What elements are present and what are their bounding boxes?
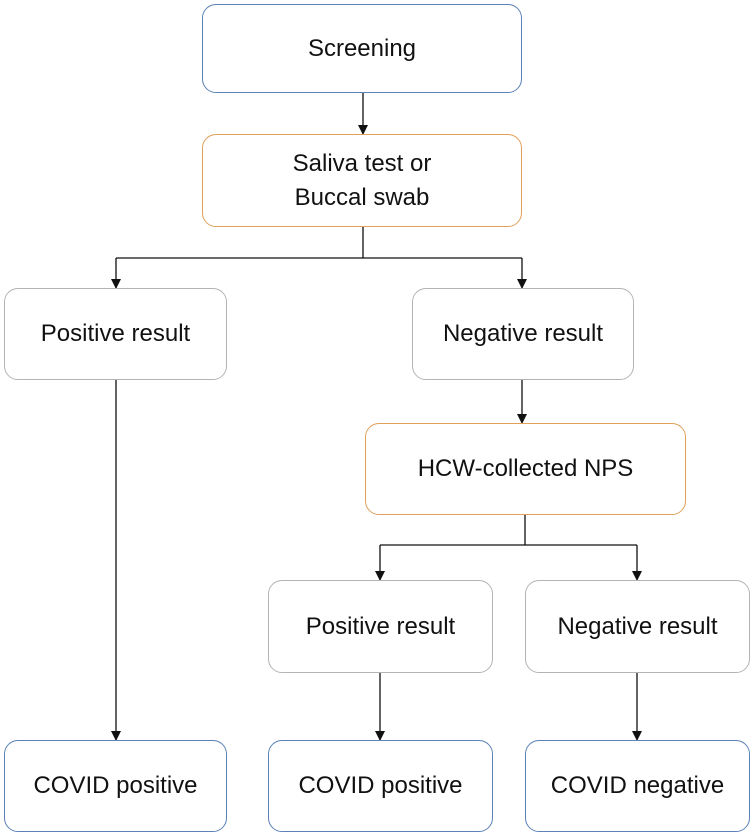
second-positive-result-label: Positive result xyxy=(305,612,456,640)
second-positive-result-box: Positive result xyxy=(268,580,493,673)
covid-positive-label-2: COVID positive xyxy=(298,772,463,800)
second-negative-result-box: Negative result xyxy=(525,580,750,673)
screening-label: Screening xyxy=(307,34,417,62)
second-negative-result-label: Negative result xyxy=(557,612,718,640)
hcw-collected-nps-box: HCW-collected NPS xyxy=(365,423,686,515)
covid-positive-label-1: COVID positive xyxy=(33,772,198,800)
saliva-test-label-line1: Saliva test or xyxy=(292,150,432,178)
first-positive-result-box: Positive result xyxy=(4,288,227,380)
covid-positive-box-2: COVID positive xyxy=(268,740,493,832)
first-negative-result-label: Negative result xyxy=(442,320,604,348)
screening-box: Screening xyxy=(202,4,522,93)
first-negative-result-box: Negative result xyxy=(412,288,634,380)
first-positive-result-label: Positive result xyxy=(40,320,191,348)
saliva-test-label-line2: Buccal swab xyxy=(294,183,430,211)
covid-positive-box-1: COVID positive xyxy=(4,740,227,832)
saliva-test-box: Saliva test or Buccal swab xyxy=(202,134,522,227)
hcw-collected-nps-label: HCW-collected NPS xyxy=(417,455,634,483)
covid-negative-label: COVID negative xyxy=(550,772,725,800)
covid-negative-box: COVID negative xyxy=(525,740,750,832)
